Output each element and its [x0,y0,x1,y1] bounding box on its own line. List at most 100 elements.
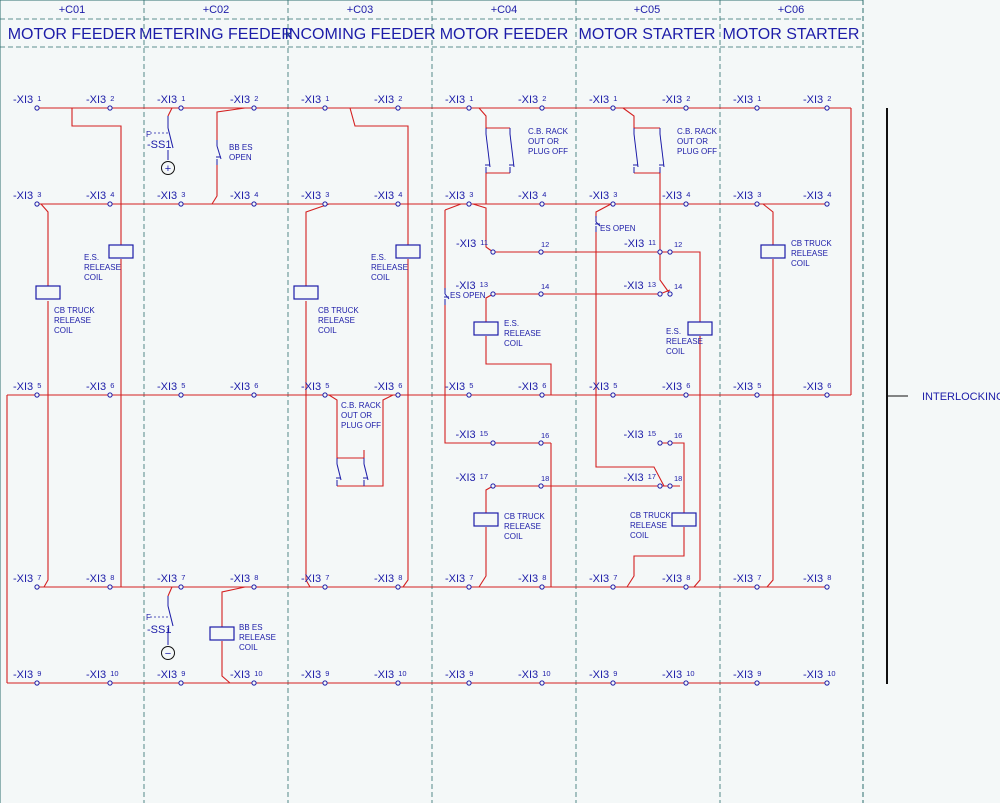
terminal-number: 6 [686,381,690,390]
terminal-prefix: -XI3 [445,573,465,585]
terminal-number: 3 [757,190,761,199]
terminal-number: 9 [757,669,761,678]
terminal-prefix: -XI3 [374,381,394,393]
terminal-number: 6 [542,381,546,390]
terminal-prefix: -XI3 [230,381,250,393]
terminal-number-aux: 12 [674,240,682,249]
terminal-point [34,680,40,686]
terminal-prefix: -XI3 [301,573,321,585]
contact-icon [363,463,369,481]
label-line: RELEASE [791,249,828,258]
terminal-number: 9 [181,669,185,678]
terminal-number: 13 [480,280,488,289]
label-line: RELEASE [371,263,408,272]
terminal-point [667,483,673,489]
terminal-point [754,680,760,686]
contact-icon [633,133,639,168]
label-line: RELEASE [239,633,276,642]
terminal-prefix: -XI3 [230,190,250,202]
plus-terminal-icon [161,161,175,175]
c05-es-coil-low [693,336,701,588]
terminal-number: 9 [613,669,617,678]
c01-truck-wire-low [43,301,49,588]
terminal-prefix: -XI3 [518,381,538,393]
terminal-point [251,201,257,207]
label-line: PLUG OFF [528,147,568,156]
wiring [6,107,852,684]
terminal-prefix: -XI3 [623,280,643,292]
terminal-point [466,105,472,111]
c03-es-wire [349,107,409,245]
label-line: RELEASE [504,329,541,338]
terminal-label: -XI3 10 [662,669,695,681]
terminal-prefix: -XI3 [803,381,823,393]
terminal-point [322,105,328,111]
c05-rack-low [659,173,671,295]
column-headers: +C01 +C02 +C03 +C04 +C05 +C06 MOTOR FEED… [8,4,860,43]
terminal-prefix: -XI3 [662,669,682,681]
c04-es-coil-top [485,293,494,322]
label-line: COIL [791,259,810,268]
c02-bb-low [211,165,218,205]
terminal-number: 8 [110,573,114,582]
terminal-number: 10 [542,669,550,678]
label-line: ES OPEN [600,224,636,233]
terminal-prefix: -XI3 [733,669,753,681]
label-line: COIL [504,532,523,541]
terminal-point [178,680,184,686]
terminal-number: 10 [254,669,262,678]
terminal-number: 9 [325,669,329,678]
terminal-point [107,392,113,398]
coil-icon [395,244,421,259]
terminal-point [683,105,689,111]
c03-es-wire-low [402,259,409,588]
terminal-number: 10 [827,669,835,678]
terminal-point [539,680,545,686]
label-line: COIL [318,326,337,335]
terminal-number: 4 [686,190,690,199]
terminal-point [178,201,184,207]
terminal-prefix: -XI3 [301,669,321,681]
label-line: C.B. RACK [677,127,718,136]
terminal-prefix: -XI3 [803,573,823,585]
label-line: OUT OR [341,411,372,420]
terminal-label: -XI3 9 [301,669,329,681]
terminal-point [610,105,616,111]
interlocking-label: INTERLOCKING [922,391,1000,403]
column-code-c05: +C05 [634,4,661,16]
terminal-number-aux: 18 [674,474,682,483]
terminal-number: 3 [325,190,329,199]
terminal-prefix: -XI3 [230,573,250,585]
terminal-point [178,105,184,111]
terminal-point [683,680,689,686]
terminal-number-aux: 12 [541,240,549,249]
terminal-point [539,584,545,590]
terminal-number: 8 [827,573,831,582]
terminal-point [466,680,472,686]
terminal-number: 10 [686,669,694,678]
